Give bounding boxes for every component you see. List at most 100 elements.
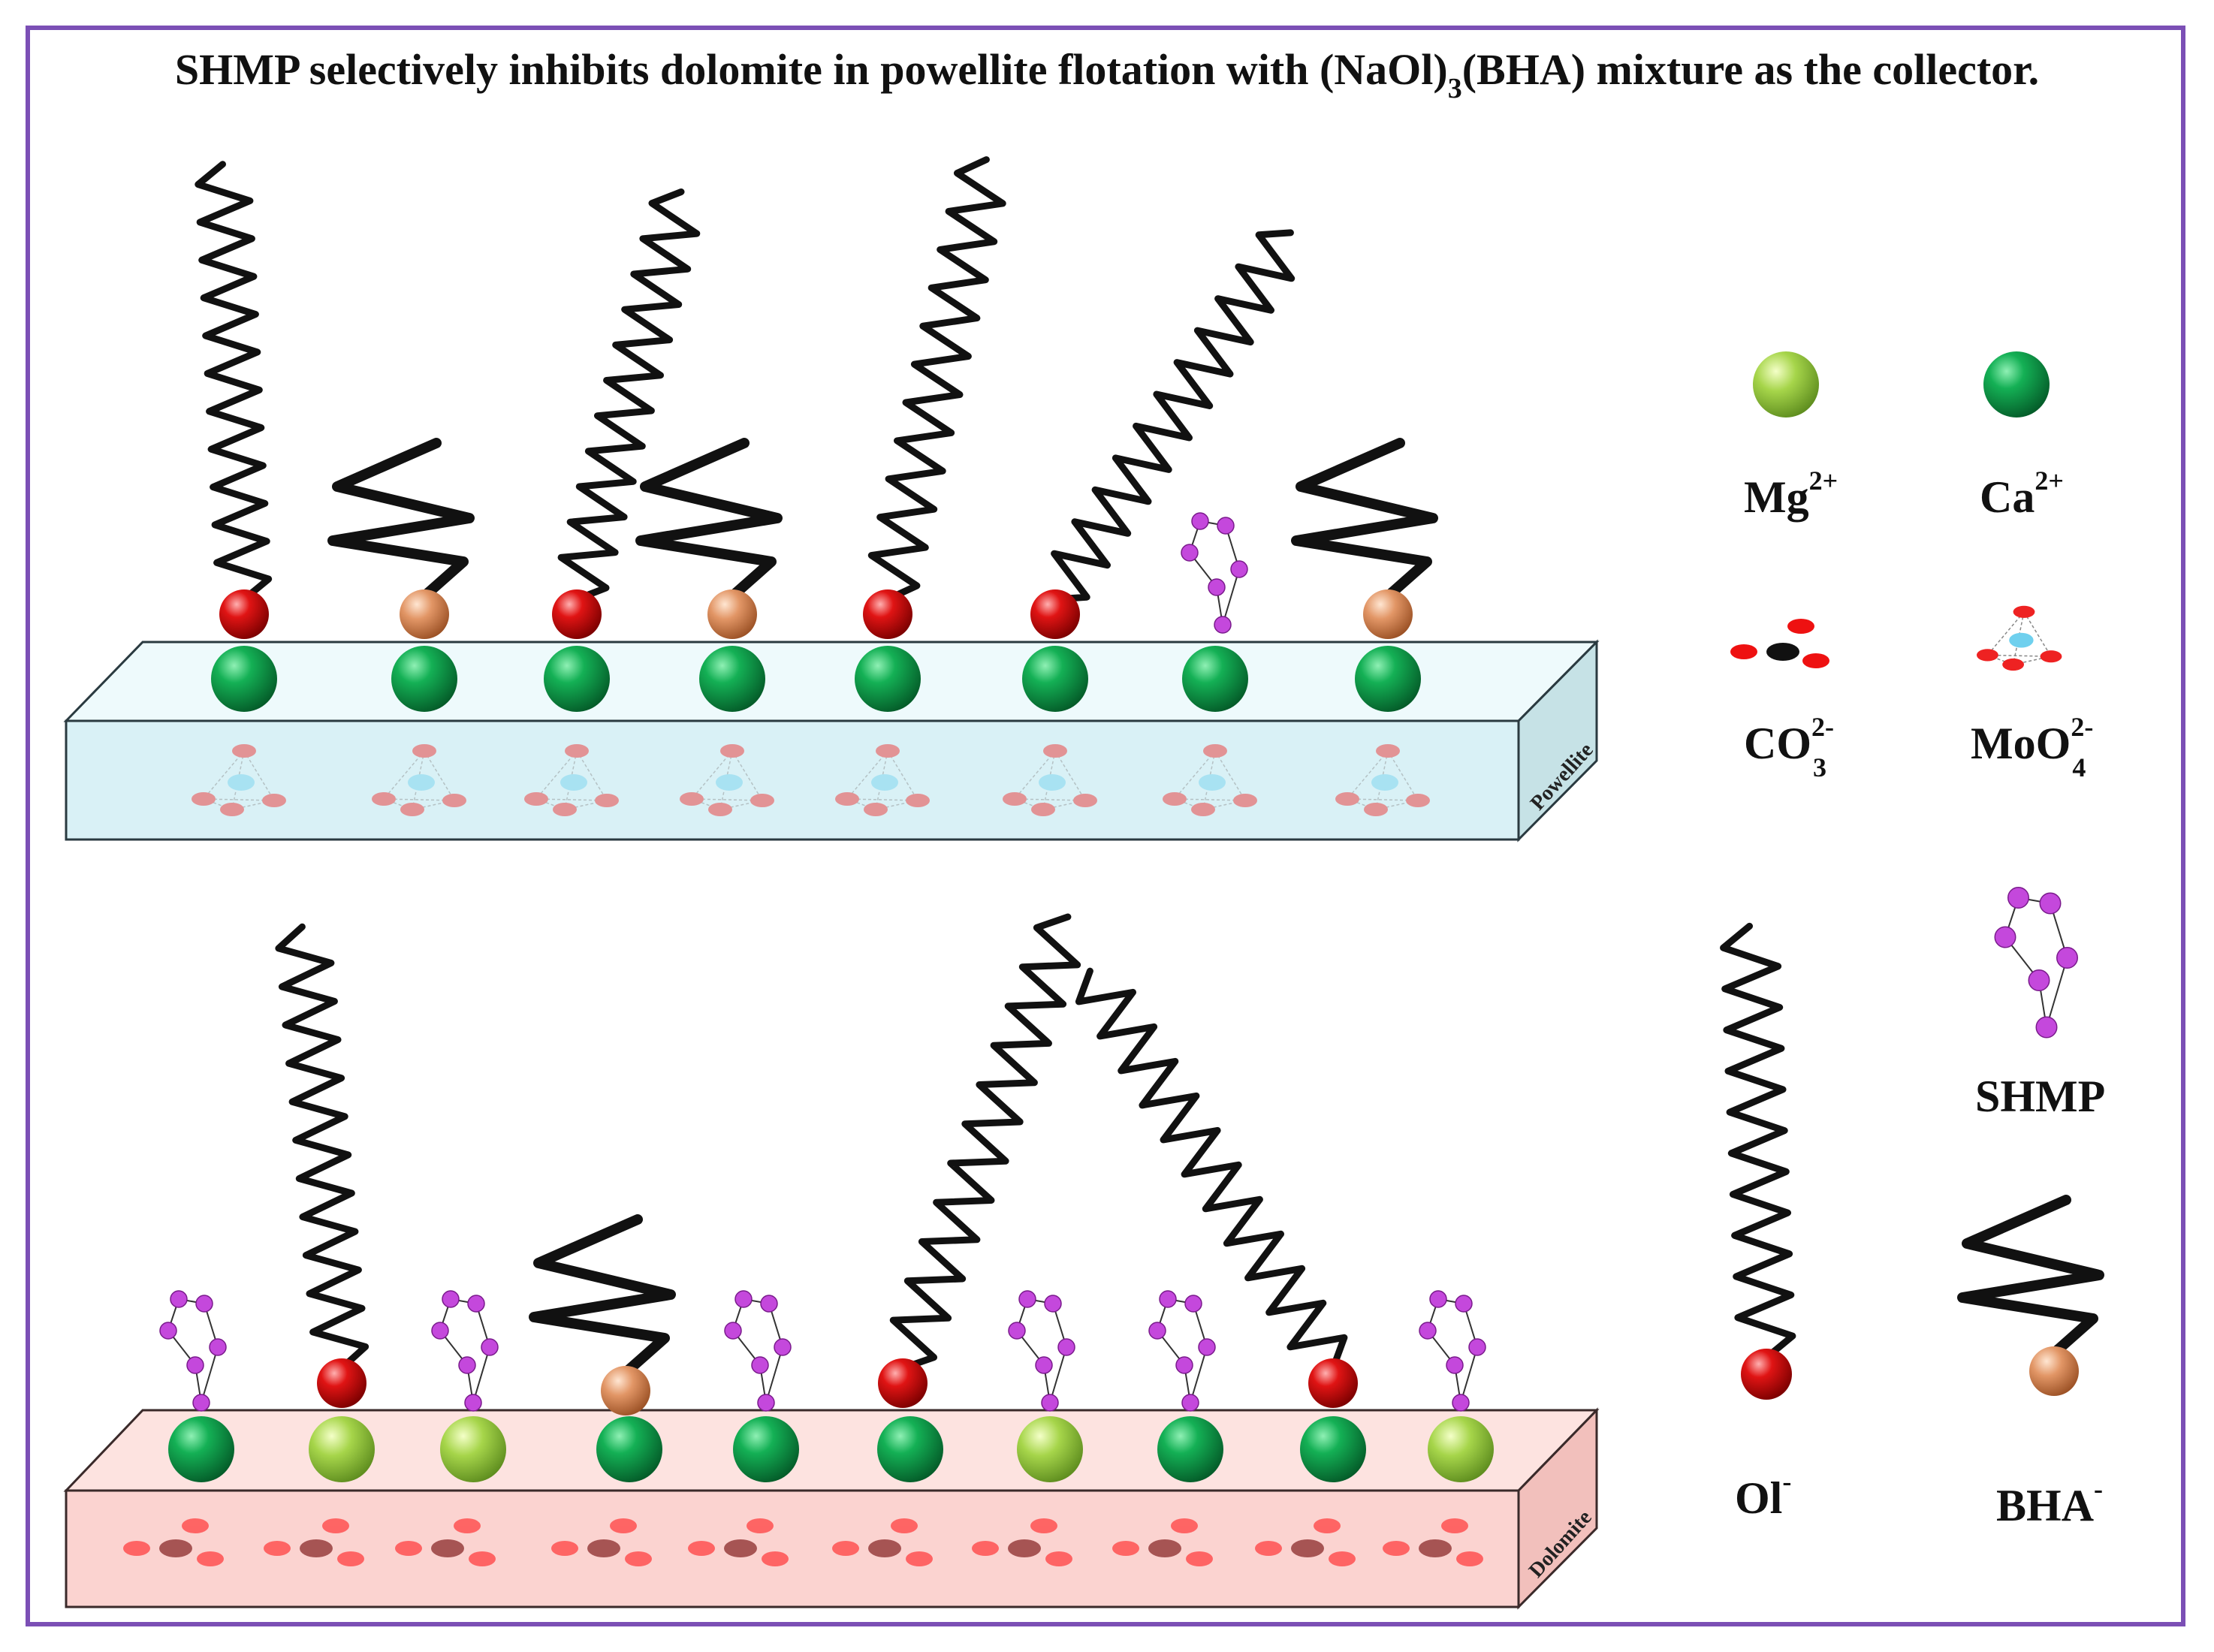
oxygen-atom: [972, 1541, 999, 1556]
oxygen-atom: [1003, 792, 1027, 806]
carbon-atom: [1008, 1539, 1041, 1557]
molybdate-bond: [1214, 750, 1246, 801]
molybdate-bond: [564, 800, 608, 810]
oleate-head: [219, 589, 269, 639]
bha-tail: [1291, 438, 1438, 601]
oxygen-atom: [1977, 649, 1998, 662]
shmp-molecule: [1008, 1290, 1075, 1412]
shmp-node: [1057, 1338, 1075, 1356]
oxygen-atom: [192, 792, 216, 806]
molybdate-unit: [680, 744, 774, 816]
molybdenum-atom: [1199, 774, 1226, 791]
legend-bha-label: BHA-: [1996, 1474, 2103, 1530]
shmp-node: [458, 1356, 476, 1374]
shmp-node: [757, 1394, 775, 1412]
oxygen-atom: [322, 1518, 349, 1533]
legend-ca-label: Ca2+: [1980, 466, 2064, 522]
molybdate-bond: [1986, 611, 2025, 656]
mg-ion: [1017, 1416, 1083, 1482]
shmp-node: [1191, 512, 1209, 530]
carbon-atom: [724, 1539, 757, 1557]
ca-ion: [855, 646, 921, 712]
oleate-head: [878, 1358, 928, 1408]
oxygen-atom: [2002, 658, 2025, 671]
shmp-node: [2035, 1016, 2058, 1039]
mg-ion: [440, 1416, 506, 1482]
oxygen-atom: [891, 1518, 918, 1533]
molybdenum-atom: [560, 774, 587, 791]
molybdenum-atom: [1039, 774, 1066, 791]
shmp-node: [209, 1338, 227, 1356]
molybdate-bond: [846, 798, 918, 801]
mg-ion: [1428, 1416, 1494, 1482]
molybdate-bond: [1202, 750, 1216, 810]
molybdate-bond: [2023, 611, 2052, 657]
molybdate-bond: [576, 750, 608, 801]
oleate-tail: [1051, 229, 1296, 603]
molybdate-unit: [372, 744, 466, 816]
shmp-molecule: [1994, 887, 2078, 1039]
oxygen-atom: [906, 1551, 933, 1566]
molybdate-unit: [835, 744, 930, 816]
ca-ion: [733, 1416, 799, 1482]
oxygen-atom: [1112, 1541, 1139, 1556]
oxygen-atom: [864, 803, 888, 816]
oxygen-atom: [1441, 1518, 1468, 1533]
legend-mg-label: Mg2+: [1744, 466, 1838, 522]
bha-molecule: [635, 438, 783, 639]
title-main: SHMP selectively inhibits dolomite in po…: [175, 45, 1448, 94]
ca-ion: [877, 1416, 943, 1482]
oleate-head: [1308, 1358, 1358, 1408]
dolomite-surface-species: [159, 913, 1494, 1482]
molybdate-bond: [1347, 798, 1419, 801]
shmp-node: [1184, 1295, 1202, 1313]
shmp-node: [1446, 1356, 1464, 1374]
oleate-head: [317, 1358, 366, 1408]
oxygen-atom: [625, 1551, 652, 1566]
molybdate-bond: [231, 750, 245, 810]
ca-ion: [1355, 646, 1421, 712]
shmp-node: [2056, 947, 2078, 969]
molybdate-bond: [719, 800, 763, 810]
bha-tail: [635, 438, 783, 601]
molybdate-unit: [192, 744, 286, 816]
powellite-surface-species: [195, 156, 1438, 712]
ca-ion: [391, 646, 457, 712]
shmp-molecule: [1181, 512, 1248, 634]
shmp-node: [751, 1356, 769, 1374]
shmp-node: [186, 1356, 204, 1374]
shmp-node: [734, 1290, 753, 1308]
oxygen-atom: [400, 803, 424, 816]
carbonate-unit: [972, 1518, 1072, 1566]
shmp-node: [1419, 1322, 1437, 1340]
oleate-molecule: [878, 913, 1081, 1408]
dolomite-slab: Dolomite: [63, 1407, 1600, 1610]
bha-head: [707, 589, 757, 639]
shmp-node: [1994, 926, 2016, 948]
oxygen-atom: [762, 1551, 789, 1566]
oxygen-atom: [680, 792, 704, 806]
legend-moo4-label: MoO2-4: [1971, 712, 2093, 782]
oxygen-atom: [1456, 1551, 1483, 1566]
carbonate-unit: [551, 1518, 652, 1566]
shmp-node: [464, 1394, 482, 1412]
shmp-node: [467, 1295, 485, 1313]
shmp-node: [1159, 1290, 1177, 1308]
oleate-tail: [557, 188, 701, 603]
molybdenum-atom: [408, 774, 435, 791]
molybdate-bond: [231, 800, 275, 810]
carbonate-unit: [1112, 1518, 1213, 1566]
molybdenum-atom: [716, 774, 743, 791]
oxygen-atom: [182, 1518, 209, 1533]
molybdate-bond: [887, 750, 918, 801]
oxygen-atom: [708, 803, 732, 816]
legend-mg-ion-icon: [1753, 351, 1819, 418]
bha-molecule: [529, 1214, 676, 1415]
shmp-molecule: [159, 1290, 227, 1412]
oxygen-atom: [220, 803, 244, 816]
molybdate-bond: [535, 798, 608, 801]
legend-ca-ion-icon: [1983, 351, 2050, 418]
bha-molecule: [327, 438, 475, 639]
molybdenum-atom: [2009, 632, 2034, 648]
carbonate-unit: [264, 1518, 364, 1566]
